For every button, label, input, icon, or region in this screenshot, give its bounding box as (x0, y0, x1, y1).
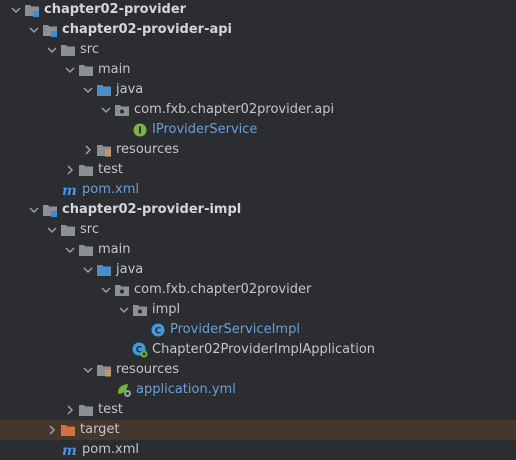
svg-text:C: C (136, 346, 143, 356)
chevron-right-icon[interactable] (62, 400, 78, 420)
tree-row-src[interactable]: src (0, 220, 516, 240)
chevron-down-icon[interactable] (62, 240, 78, 260)
tree-row-label: chapter02-provider-api (62, 22, 233, 37)
tree-row-label: resources (116, 142, 180, 157)
maven-icon: m (62, 442, 78, 458)
tree-row-main[interactable]: main (0, 240, 516, 260)
tree-row-label: IProviderService (152, 122, 258, 137)
tree-row-label: src (80, 42, 99, 57)
chevron-down-icon[interactable] (26, 200, 42, 220)
folder-icon (60, 42, 76, 58)
tree-row-label: test (98, 402, 123, 417)
chevron-down-icon[interactable] (26, 20, 42, 40)
tree-row-label: ProviderServiceImpl (170, 322, 300, 337)
class-icon: C (150, 322, 166, 338)
folder-icon (78, 402, 94, 418)
tree-row-providerserviceimpl[interactable]: C ProviderServiceImpl (0, 320, 516, 340)
tree-row-java[interactable]: java (0, 260, 516, 280)
chevron-right-icon[interactable] (62, 160, 78, 180)
tree-row-resources[interactable]: resources (0, 140, 516, 160)
tree-row-label: java (116, 262, 144, 277)
tree-row-main[interactable]: main (0, 60, 516, 80)
chevron-right-icon[interactable] (44, 420, 60, 440)
chevron-down-icon[interactable] (80, 360, 96, 380)
tree-row-label: test (98, 162, 123, 177)
chevron-down-icon[interactable] (116, 300, 132, 320)
tree-row-target[interactable]: target (0, 420, 516, 440)
package-icon (114, 102, 130, 118)
tree-row-test[interactable]: test (0, 160, 516, 180)
tree-row-label: main (98, 242, 131, 257)
folder-icon (78, 162, 94, 178)
source-folder-icon (96, 82, 112, 98)
tree-row-label: java (116, 82, 144, 97)
tree-row-pom-xml[interactable]: m pom.xml (0, 180, 516, 200)
chevron-down-icon[interactable] (98, 280, 114, 300)
resources-folder-icon (96, 142, 112, 158)
tree-row-label: com.fxb.chapter02provider (134, 282, 312, 297)
package-icon (132, 302, 148, 318)
tree-row-resources[interactable]: resources (0, 360, 516, 380)
folder-icon (78, 242, 94, 258)
tree-row-application-class[interactable]: C Chapter02ProviderImplApplication (0, 340, 516, 360)
svg-text:m: m (62, 443, 77, 457)
tree-row-label: pom.xml (82, 182, 139, 197)
maven-icon: m (62, 182, 78, 198)
resources-folder-icon (96, 362, 112, 378)
tree-row-label: target (80, 422, 120, 437)
tree-row-pom-xml[interactable]: m pom.xml (0, 440, 516, 460)
tree-row-label: chapter02-provider (44, 2, 187, 17)
tree-row-label: main (98, 62, 131, 77)
interface-icon (132, 122, 148, 138)
tree-row-label: Chapter02ProviderImplApplication (152, 342, 376, 357)
chevron-right-icon[interactable] (80, 140, 96, 160)
source-folder-icon (96, 262, 112, 278)
tree-row-label: chapter02-provider-impl (62, 202, 242, 217)
tree-row-chapter02-provider[interactable]: chapter02-provider (0, 0, 516, 20)
svg-text:C: C (155, 327, 162, 337)
tree-row-package-api[interactable]: com.fxb.chapter02provider.api (0, 100, 516, 120)
tree-row-package-impl[interactable]: impl (0, 300, 516, 320)
tree-row-label: pom.xml (82, 442, 139, 457)
tree-row-label: resources (116, 362, 180, 377)
spring-config-icon (116, 382, 132, 398)
tree-row-label: impl (152, 302, 181, 317)
chevron-down-icon[interactable] (44, 40, 60, 60)
chevron-down-icon[interactable] (80, 260, 96, 280)
chevron-down-icon[interactable] (62, 60, 78, 80)
module-folder-icon (42, 202, 58, 218)
tree-row-java[interactable]: java (0, 80, 516, 100)
tree-row-src[interactable]: src (0, 40, 516, 60)
chevron-down-icon[interactable] (8, 0, 24, 20)
excluded-folder-icon (60, 422, 76, 438)
tree-row-iproviderservice[interactable]: IProviderService (0, 120, 516, 140)
folder-icon (60, 222, 76, 238)
module-folder-icon (24, 2, 40, 18)
module-folder-icon (42, 22, 58, 38)
tree-row-label: application.yml (136, 382, 236, 397)
tree-row-label: com.fxb.chapter02provider.api (134, 102, 335, 117)
svg-text:m: m (62, 183, 77, 197)
tree-row-label: src (80, 222, 99, 237)
chevron-down-icon[interactable] (44, 220, 60, 240)
folder-icon (78, 62, 94, 78)
tree-row-chapter02-provider-impl[interactable]: chapter02-provider-impl (0, 200, 516, 220)
chevron-down-icon[interactable] (80, 80, 96, 100)
tree-row-application-yml[interactable]: application.yml (0, 380, 516, 400)
spring-boot-class-icon: C (132, 342, 148, 358)
package-icon (114, 282, 130, 298)
tree-row-test[interactable]: test (0, 400, 516, 420)
tree-row-package[interactable]: com.fxb.chapter02provider (0, 280, 516, 300)
chevron-down-icon[interactable] (98, 100, 114, 120)
tree-row-chapter02-provider-api[interactable]: chapter02-provider-api (0, 20, 516, 40)
